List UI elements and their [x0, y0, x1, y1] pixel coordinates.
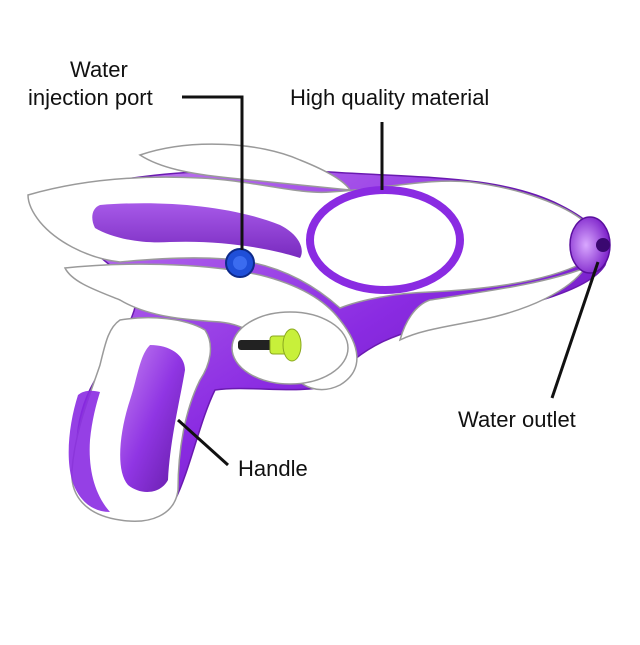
leader-line-handle — [176, 418, 230, 467]
label-water-injection-port-line1: Water — [70, 57, 128, 82]
label-water-injection-port-line2: injection port — [28, 85, 153, 110]
label-high-quality-material: High quality material — [290, 85, 490, 110]
leader-line-water-injection-port — [182, 95, 244, 250]
label-water-outlet: Water outlet — [458, 407, 576, 432]
trigger — [238, 328, 302, 362]
label-handle: Handle — [238, 456, 308, 481]
leader-lines — [176, 95, 600, 467]
leader-line-water-outlet — [550, 261, 600, 399]
gun-top-fin — [138, 143, 352, 191]
water-outlet-nozzle — [569, 216, 611, 274]
water-injection-port-cap — [225, 248, 255, 278]
gun-oval-window — [306, 186, 464, 294]
gun-handle-lower-purple — [68, 390, 110, 512]
gun-handle-grip-purple — [120, 345, 185, 492]
gun-shell-purple-band — [92, 203, 302, 258]
gun-right-swoosh — [398, 266, 587, 342]
